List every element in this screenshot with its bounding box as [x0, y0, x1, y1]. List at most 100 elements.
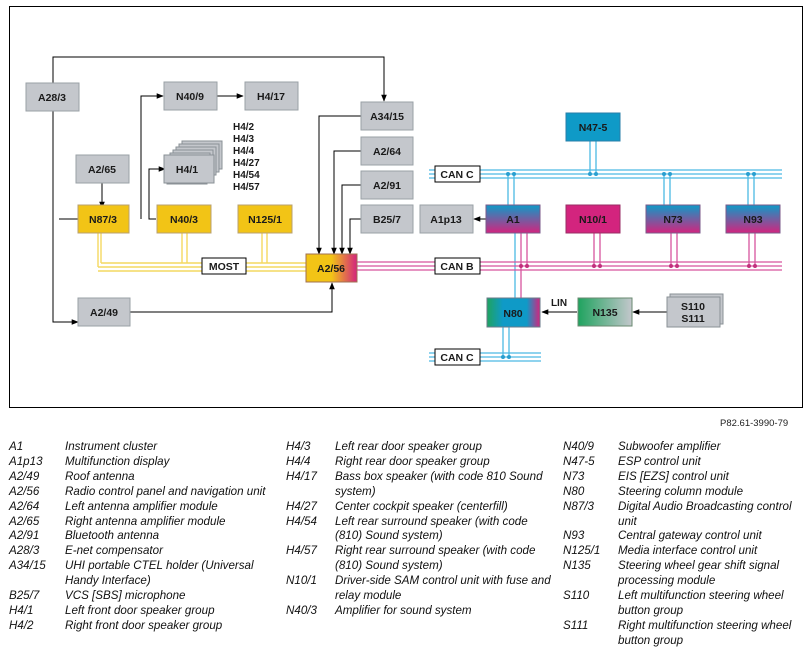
network-diagram-frame: A28/3 N40/9 H4/17 A34/15 A2/65 H4/1	[9, 6, 803, 408]
legend-description: Left multifunction steering wheel button…	[618, 589, 784, 617]
node-s110-label: S110	[681, 301, 705, 313]
legend-entry: N40/9 Subwoofer amplifier	[563, 440, 809, 455]
can-c-bottom-bus	[429, 233, 541, 362]
legend-code: B25/7	[9, 589, 40, 603]
node-h4-17: H4/17	[244, 81, 299, 111]
legend-description: Subwoofer amplifier	[618, 440, 721, 453]
node-a2-64-label: A2/64	[373, 146, 401, 158]
bus-label-most: MOST	[201, 257, 247, 275]
legend-code: N135	[563, 559, 591, 573]
legend-description: E-net compensator	[65, 544, 163, 558]
legend-description: Left rear door speaker group	[335, 440, 482, 453]
legend-description: Steering wheel gear shift signal process…	[618, 559, 780, 588]
node-a28-3: A28/3	[25, 82, 80, 112]
node-h4-1-stack: H4/1	[163, 140, 223, 185]
speaker-list-item: H4/4	[233, 146, 255, 157]
node-n135: N135	[577, 297, 633, 327]
legend-code: A34/15	[9, 559, 46, 573]
legend-code: N125/1	[563, 544, 601, 558]
legend-description: Instrument cluster	[65, 440, 158, 453]
legend-code: N40/9	[563, 440, 594, 453]
node-b25-7: B25/7	[360, 204, 414, 234]
bus-label-can-c-bottom: CAN C	[434, 348, 481, 366]
legend-description: Roof antenna	[65, 469, 135, 483]
node-n40-9: N40/9	[163, 81, 218, 111]
legend-code: A2/49	[9, 469, 40, 483]
speaker-list-item: H4/57	[233, 182, 260, 193]
node-n93-label: N93	[743, 214, 762, 226]
legend-description: EIS [EZS] control unit	[618, 469, 729, 483]
speaker-list: H4/2 H4/3 H4/4 H4/27 H4/54 H4/57	[233, 122, 260, 193]
legend-entry: N135 Steering wheel gear shift signal pro…	[563, 559, 809, 589]
bus-label-can-c-top: CAN C	[434, 165, 481, 183]
legend-description: Bass box speaker (with code 810 Sound sy…	[335, 469, 543, 498]
can-b-bus	[357, 233, 782, 298]
legend-description: Center cockpit speaker (centerfill)	[335, 499, 508, 513]
node-a2-56-label: A2/56	[317, 263, 345, 275]
node-n73-label: N73	[663, 214, 682, 226]
legend-description: Central gateway control unit	[618, 529, 762, 543]
legend-entry: H4/57 Right rear surround speaker (with c…	[286, 544, 556, 574]
speaker-list-item: H4/3	[233, 134, 255, 145]
legend-description: ESP control unit	[618, 454, 701, 468]
speaker-list-item: H4/27	[233, 158, 260, 169]
node-n125-1: N125/1	[237, 204, 293, 234]
node-a2-91: A2/91	[360, 170, 414, 200]
node-a28-3-label: A28/3	[38, 92, 66, 104]
legend-description: Left antenna amplifier module	[65, 499, 218, 513]
legend-description: Right rear surround speaker (with code (…	[335, 544, 536, 573]
legend-description: Amplifier for sound system	[335, 603, 472, 617]
node-n40-9-label: N40/9	[176, 91, 204, 103]
legend-code: A1p13	[9, 454, 43, 468]
legend-code: A28/3	[9, 544, 40, 558]
legend-entry: H4/3 Left rear door speaker group	[286, 440, 556, 455]
node-n135-label: N135	[592, 307, 617, 319]
node-n40-3: N40/3	[156, 204, 212, 234]
node-h4-1-label: H4/1	[176, 164, 198, 176]
node-a2-64: A2/64	[360, 136, 414, 166]
legend-code: H4/4	[286, 454, 311, 468]
legend-code: H4/2	[9, 618, 34, 632]
svg-text:MOST: MOST	[209, 261, 240, 273]
bus-label-can-b: CAN B	[434, 257, 481, 275]
legend-code: N10/1	[286, 574, 317, 588]
legend-code: A2/91	[9, 529, 40, 543]
node-n10-1-label: N10/1	[579, 214, 607, 226]
legend-code: N87/3	[563, 499, 594, 513]
legend-code: H4/54	[286, 514, 317, 528]
legend-description: Multifunction display	[65, 454, 170, 468]
legend-code: H4/3	[286, 440, 311, 453]
legend-entry: A2/49 Roof antenna	[9, 470, 277, 485]
node-a1: A1	[485, 204, 541, 234]
node-a2-49: A2/49	[77, 297, 131, 327]
node-a2-65: A2/65	[75, 154, 130, 184]
legend-entry: N10/1 Driver-side SAM control unit with f…	[286, 574, 556, 604]
legend-code: S111	[563, 618, 589, 632]
node-a2-65-label: A2/65	[88, 164, 116, 176]
node-n47-5-label: N47-5	[579, 122, 608, 134]
legend-description: Driver-side SAM control unit with fuse a…	[335, 574, 551, 603]
node-n93: N93	[725, 204, 781, 234]
node-a34-15-label: A34/15	[370, 111, 404, 123]
legend-description: Right antenna amplifier module	[65, 514, 226, 528]
figure-reference: P82.61-3990-79	[720, 418, 789, 429]
legend-code: H4/57	[286, 544, 317, 558]
legend-description: UHI portable CTEL holder (Universal Hand…	[65, 559, 254, 588]
node-b25-7-label: B25/7	[373, 214, 401, 226]
